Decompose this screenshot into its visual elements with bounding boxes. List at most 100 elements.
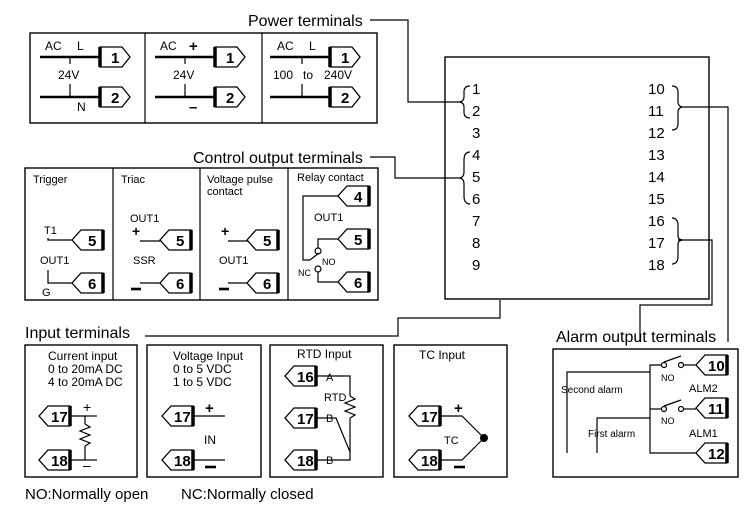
terminal-17: 17 <box>51 409 68 426</box>
terminal-17: 17 <box>421 409 438 426</box>
plus-label: + <box>132 223 140 239</box>
terminal-2: 2 <box>341 90 349 107</box>
terminal-number: 14 <box>648 169 665 186</box>
terminal-10: 10 <box>708 358 725 375</box>
no-label: NO <box>322 257 336 267</box>
trigger-output: Trigger T1 OUT1 G 5 6 <box>33 174 105 299</box>
a-label: A <box>326 372 334 384</box>
terminal-11: 11 <box>708 401 724 418</box>
terminal-18: 18 <box>51 453 68 470</box>
terminal-number: 6 <box>472 191 480 208</box>
voltage-range-1: 0 to 5 VDC <box>173 362 232 376</box>
terminal-18: 18 <box>297 453 314 470</box>
rtd-input-panel: RTD Input 16 17 18 A RTD B B <box>269 344 384 478</box>
alarm-output-panel: Second alarm First alarm 10 11 12 ALM2 A… <box>552 348 739 478</box>
voltage-range-2: 1 to 5 VDC <box>173 375 232 389</box>
terminal-number: 1 <box>472 81 480 98</box>
triac-output: Triac OUT1 + SSR 5 6 <box>121 174 193 295</box>
terminal-4: 4 <box>354 189 363 206</box>
relay-contact-output: Relay contact 4 OUT1 5 NO NC 6 <box>297 172 371 294</box>
terminal-number: 15 <box>648 191 665 208</box>
control-output-panel: Trigger T1 OUT1 G 5 6 Triac OUT1 + SSR 5… <box>24 167 379 301</box>
rtd-label: RTD <box>324 392 346 404</box>
voltage-input-title: Voltage Input <box>173 349 244 363</box>
out1-label: OUT1 <box>314 212 343 224</box>
terminal-17: 17 <box>297 411 314 428</box>
terminal-18: 18 <box>174 453 191 470</box>
terminal-number: 18 <box>648 257 665 274</box>
ac-label: AC <box>277 39 294 53</box>
terminal-1: 1 <box>341 50 349 67</box>
voltage-label: 24V <box>173 68 194 82</box>
tc-label: TC <box>444 435 459 447</box>
terminal-number: 17 <box>648 235 665 252</box>
g-label: G <box>42 287 51 299</box>
terminal-12: 12 <box>708 446 725 463</box>
plus-label: + <box>205 400 214 417</box>
plus-label: + <box>189 38 198 55</box>
terminal-number: 12 <box>648 125 665 142</box>
leader-lines <box>145 19 729 342</box>
to-label: to <box>303 68 313 82</box>
terminal-5: 5 <box>354 232 362 249</box>
plus-label: + <box>454 400 463 417</box>
terminal-5: 5 <box>263 233 271 250</box>
l-label: L <box>77 39 84 53</box>
voltage-label: 24V <box>58 68 79 82</box>
terminal-1: 1 <box>226 50 234 67</box>
out1-label: OUT1 <box>219 255 248 267</box>
normally-closed-note: NC:Normally closed <box>181 486 314 503</box>
out1-label: OUT1 <box>130 213 159 225</box>
normally-open-note: NO:Normally open <box>25 486 148 503</box>
tc-input-title: TC Input <box>419 348 466 362</box>
ssr-label: SSR <box>133 255 156 267</box>
in-label: IN <box>204 433 216 447</box>
terminal-2: 2 <box>226 90 234 107</box>
terminal-number: 9 <box>472 257 480 274</box>
tc-input-panel: TC Input 17 18 + TC <box>393 344 508 478</box>
control-output-terminals-header: Control output terminals <box>193 150 363 167</box>
relay-title: Relay contact <box>297 172 364 184</box>
current-range-2: 4 to 20mA DC <box>48 375 123 389</box>
terminal-number: 10 <box>648 81 665 98</box>
terminal-6: 6 <box>354 275 362 292</box>
terminal-2: 2 <box>111 90 119 107</box>
terminal-6: 6 <box>263 276 271 293</box>
no-label-alm2: NO <box>661 373 675 383</box>
voltage-pulse-title-1: Voltage pulse <box>207 174 273 186</box>
terminal-number: 11 <box>648 103 664 120</box>
power-terminals-panel: AC L 24V N 1 2 AC + 24V – 1 2 <box>29 32 378 124</box>
power-ac-24v: AC L 24V N 1 2 <box>40 39 132 114</box>
voltage-pulse-output: Voltage pulse contact + OUT1 5 6 <box>207 174 280 295</box>
current-input-panel: Current input 0 to 20mA DC 4 to 20mA DC … <box>24 344 138 478</box>
terminal-number: 5 <box>472 169 480 186</box>
terminal-5: 5 <box>176 233 184 250</box>
terminal-number: 16 <box>648 213 665 230</box>
voltage-pulse-title-2: contact <box>207 186 242 198</box>
terminal-6: 6 <box>176 276 184 293</box>
terminal-number: 3 <box>472 125 480 142</box>
terminal-17: 17 <box>174 409 191 426</box>
terminal-1: 1 <box>111 50 119 67</box>
ac-label: AC <box>45 39 62 53</box>
b-label-1: B <box>326 413 333 425</box>
terminal-18: 18 <box>421 453 438 470</box>
t1-label: T1 <box>44 225 57 237</box>
minus-label: – <box>189 99 197 116</box>
current-input-title: Current input <box>48 349 118 363</box>
minus-label: – <box>83 457 91 473</box>
triac-title: Triac <box>121 174 146 186</box>
voltage-low-label: 100 <box>273 68 293 82</box>
terminal-number: 2 <box>472 103 480 120</box>
power-terminals-header: Power terminals <box>248 13 363 30</box>
alm1-label: ALM1 <box>689 428 718 440</box>
rtd-input-title: RTD Input <box>297 347 352 361</box>
plus-label: + <box>221 223 229 239</box>
nc-label: NC <box>298 268 311 278</box>
n-label: N <box>77 100 86 114</box>
ac-label: AC <box>160 39 177 53</box>
power-dc-24v: AC + 24V – 1 2 <box>155 38 247 116</box>
terminal-braces <box>459 85 683 265</box>
terminal-5: 5 <box>88 233 96 250</box>
